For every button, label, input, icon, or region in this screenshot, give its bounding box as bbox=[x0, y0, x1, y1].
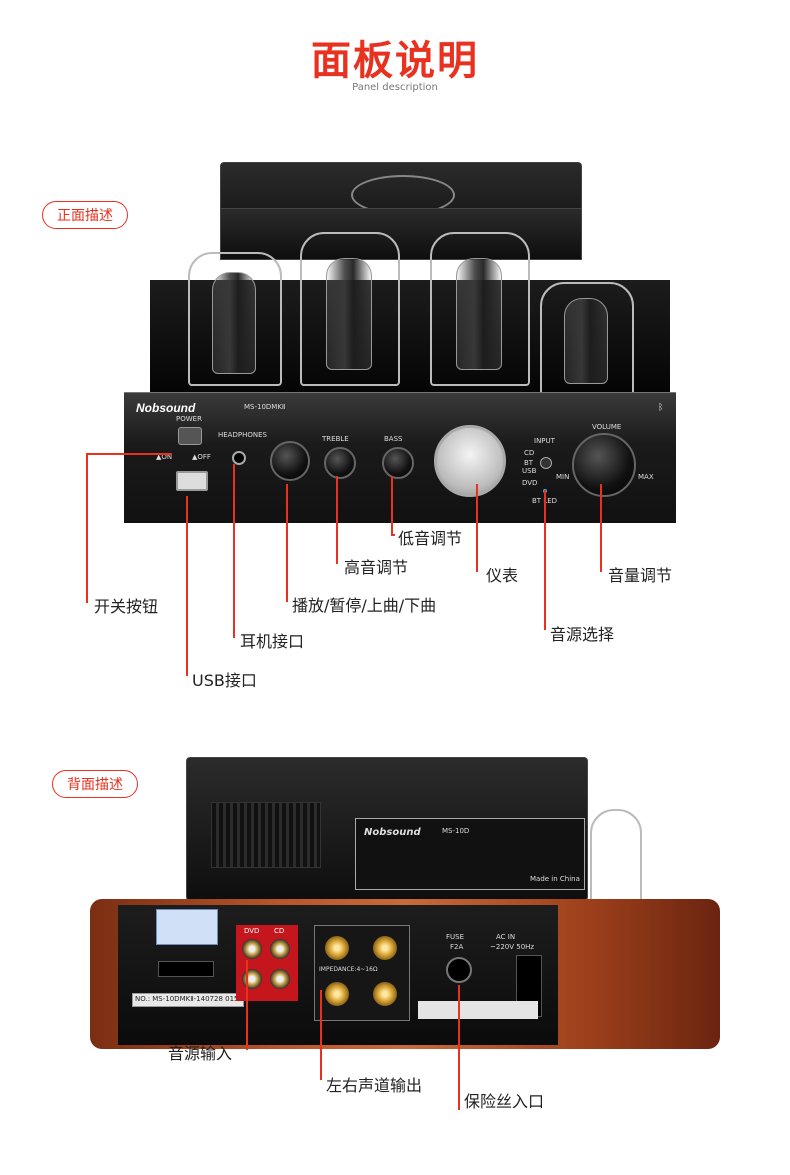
speaker-terminal[interactable] bbox=[325, 982, 349, 1006]
volume-label: VOLUME bbox=[592, 423, 622, 431]
callout-line bbox=[233, 464, 235, 638]
cd-label: CD bbox=[524, 449, 535, 457]
plate-brand: Nobsound bbox=[364, 827, 421, 838]
rca-jack[interactable] bbox=[270, 939, 290, 959]
tube-cage-left bbox=[188, 252, 282, 386]
callout-fuse: 保险丝入口 bbox=[464, 1092, 545, 1111]
callout-line bbox=[286, 484, 288, 602]
vent-grille bbox=[211, 802, 321, 868]
dvd-label: DVD bbox=[522, 479, 538, 487]
input-label: INPUT bbox=[534, 437, 555, 445]
callout-line bbox=[320, 990, 322, 1080]
voltage-label: ~220V 50Hz bbox=[490, 943, 535, 951]
ac-in-label: AC IN bbox=[496, 933, 516, 941]
callout-treble: 高音调节 bbox=[344, 558, 409, 577]
front-section-label: 正面描述 bbox=[42, 201, 128, 229]
tube-cage-center-left bbox=[300, 232, 400, 386]
speaker-terminal[interactable] bbox=[373, 982, 397, 1006]
callout-line bbox=[86, 453, 172, 455]
callout-line bbox=[458, 985, 460, 1110]
brand-logo: Nobsound bbox=[136, 401, 196, 415]
callout-source: 音源选择 bbox=[550, 625, 615, 644]
vacuum-tube bbox=[326, 258, 372, 370]
callout-line bbox=[544, 490, 546, 630]
max-label: MAX bbox=[638, 473, 654, 481]
power-label: POWER bbox=[176, 415, 202, 423]
vu-meter bbox=[434, 425, 506, 497]
callout-line bbox=[336, 476, 338, 564]
callout-power: 开关按钮 bbox=[94, 597, 159, 616]
speaker-terminal-block: IMPEDANCE:4~16Ω bbox=[314, 925, 410, 1021]
off-label: ▲OFF bbox=[192, 453, 211, 461]
serial-plate: NO.: MS-10DMKⅡ-140728 0151 bbox=[132, 993, 244, 1007]
fuse-rating: F2A bbox=[450, 943, 464, 951]
back-panel: NO.: MS-10DMKⅡ-140728 0151 DVD CD IMPEDA… bbox=[118, 905, 558, 1045]
back-section-label: 背面描述 bbox=[52, 770, 138, 798]
vacuum-tube bbox=[212, 272, 256, 374]
tube-cage-side bbox=[590, 809, 642, 913]
warning-label bbox=[418, 1001, 538, 1019]
callout-line bbox=[476, 484, 478, 572]
tube-cage-right bbox=[540, 282, 634, 396]
rca-jack[interactable] bbox=[242, 939, 262, 959]
front-panel: Nobsound MS-10DMKⅡ POWER ▲ON ▲OFF HEADPH… bbox=[124, 392, 676, 523]
bluetooth-icon: ᛒ bbox=[658, 403, 664, 413]
certification-sticker bbox=[156, 909, 218, 945]
plate-made: Made in China bbox=[530, 875, 580, 883]
page-subtitle: Panel description bbox=[352, 82, 438, 93]
play-pause-knob[interactable] bbox=[270, 441, 310, 481]
tube-cage-center-right bbox=[430, 232, 530, 386]
plate-model: MS-10D bbox=[442, 827, 470, 835]
bt-label: BT bbox=[524, 459, 534, 467]
serial-number: NO.: MS-10DMKⅡ-140728 0151 bbox=[135, 995, 243, 1003]
treble-knob[interactable] bbox=[324, 447, 356, 479]
dvd-input-label: DVD bbox=[244, 927, 260, 935]
cd-input-label: CD bbox=[274, 927, 285, 935]
impedance-label: IMPEDANCE:4~16Ω bbox=[319, 966, 378, 973]
back-unit-image: Nobsound MS-10D Made in China NO.: MS-10… bbox=[90, 745, 720, 1055]
usb-port[interactable] bbox=[176, 471, 208, 491]
min-label: MIN bbox=[556, 473, 570, 481]
usb-label: USB bbox=[522, 467, 537, 475]
rca-jack[interactable] bbox=[242, 969, 262, 989]
input-selector[interactable] bbox=[540, 457, 552, 469]
rca-jack[interactable] bbox=[270, 969, 290, 989]
slot-opening bbox=[158, 961, 214, 977]
callout-volume: 音量调节 bbox=[608, 566, 673, 585]
volume-knob[interactable] bbox=[572, 433, 636, 497]
vacuum-tube bbox=[456, 258, 502, 370]
speaker-terminal[interactable] bbox=[325, 936, 349, 960]
transformer-cover: Nobsound MS-10D Made in China bbox=[186, 757, 588, 901]
callout-meter: 仪表 bbox=[486, 566, 519, 585]
callout-line bbox=[600, 484, 602, 572]
callout-output: 左右声道输出 bbox=[326, 1076, 423, 1095]
callout-input: 音源输入 bbox=[168, 1044, 233, 1063]
callout-play: 播放/暂停/上曲/下曲 bbox=[292, 596, 437, 615]
headphone-jack[interactable] bbox=[232, 451, 246, 465]
front-unit-image: Nobsound MS-10DMKⅡ POWER ▲ON ▲OFF HEADPH… bbox=[120, 160, 680, 525]
callout-line bbox=[86, 453, 88, 603]
callout-headphone: 耳机接口 bbox=[240, 632, 305, 651]
bass-knob[interactable] bbox=[382, 447, 414, 479]
callout-line bbox=[391, 534, 395, 536]
callout-line bbox=[246, 960, 248, 1050]
fuse-label: FUSE bbox=[446, 933, 465, 941]
bass-label: BASS bbox=[384, 435, 403, 443]
spec-plate: Nobsound MS-10D Made in China bbox=[355, 818, 585, 890]
callout-usb: USB接口 bbox=[192, 671, 257, 690]
callout-line bbox=[391, 476, 393, 534]
callout-bass: 低音调节 bbox=[398, 529, 463, 548]
page-title: 面板说明 bbox=[311, 38, 479, 84]
treble-label: TREBLE bbox=[322, 435, 349, 443]
headphones-label: HEADPHONES bbox=[218, 431, 267, 439]
callout-line bbox=[186, 496, 188, 676]
on-label: ▲ON bbox=[156, 453, 173, 461]
speaker-terminal[interactable] bbox=[373, 936, 397, 960]
model-label: MS-10DMKⅡ bbox=[244, 403, 286, 411]
power-button[interactable] bbox=[178, 427, 202, 445]
fuse-holder[interactable] bbox=[446, 957, 472, 983]
vacuum-tube bbox=[564, 298, 608, 384]
